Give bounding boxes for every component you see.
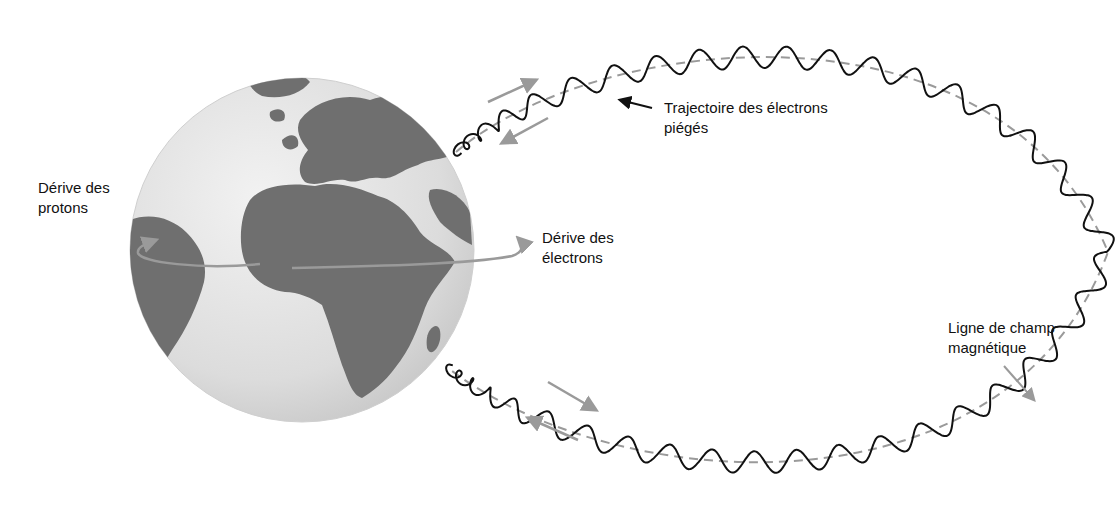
leader-line [1004,366,1034,400]
electron-drift-arrow [292,238,522,268]
electron-trajectory [446,47,1114,473]
label-text: Trajectoire des électrons piégés [664,98,834,138]
continents [130,67,472,398]
label-text: Dérive des électrons [542,228,672,268]
earth-globe [130,78,474,422]
leader-line [620,100,652,108]
field-line [448,57,1108,462]
label-box: Dérive des électrons [542,228,672,268]
label-text: Dérive des protons [38,178,138,218]
proton-drift-arrow [138,240,260,266]
label-text: Ligne de champ magnétique [948,318,1083,358]
label-box: Ligne de champ magnétique [948,318,1083,358]
label-box: Trajectoire des électrons piégés [664,98,834,138]
label-box: Dérive des protons [38,178,138,218]
